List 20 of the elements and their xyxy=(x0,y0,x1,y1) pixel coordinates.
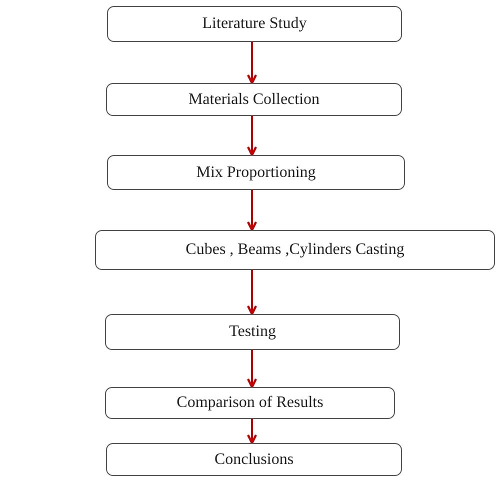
process-box xyxy=(95,230,495,270)
arrow xyxy=(246,42,258,84)
process-box xyxy=(106,443,402,476)
arrow xyxy=(246,116,258,156)
step-label: Testing xyxy=(229,323,276,341)
step-label: Cubes , Beams ,Cylinders Casting xyxy=(186,241,404,259)
process-box xyxy=(107,155,405,190)
step-label: Literature Study xyxy=(202,15,307,33)
arrow xyxy=(246,190,258,232)
arrow xyxy=(246,350,258,388)
step-label: Comparison of Results xyxy=(176,394,324,412)
process-box xyxy=(107,6,402,42)
process-box xyxy=(105,387,395,419)
step-label: Conclusions xyxy=(214,450,294,468)
process-box xyxy=(105,314,400,350)
process-box xyxy=(106,83,402,116)
arrow xyxy=(246,270,258,316)
arrow xyxy=(246,419,258,444)
step-label: Mix Proportioning xyxy=(196,164,316,182)
step-label: Materials Collection xyxy=(188,90,320,108)
